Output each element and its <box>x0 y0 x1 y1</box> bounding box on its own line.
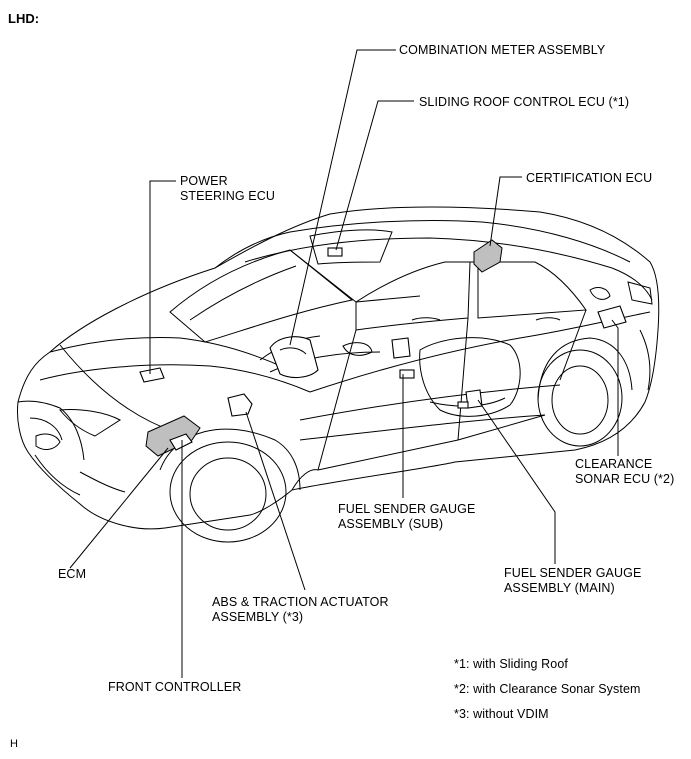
fuel-sender-sub-upper-shape <box>391 337 411 359</box>
power-steering-ecu-shape <box>139 367 165 383</box>
fuel-sender-sub-shape <box>399 369 415 379</box>
figure-code: H <box>10 738 19 750</box>
leader-abs-actuator <box>245 411 306 591</box>
clearance-sonar-ecu-shape <box>597 305 627 329</box>
label-combination-meter: COMBINATION METER ASSEMBLY <box>399 43 606 57</box>
note-3: *3: without VDIM <box>454 707 549 721</box>
leader-certification-ecu <box>489 176 522 247</box>
sliding-roof-ecu-shape <box>327 247 343 257</box>
leader-fuel-sender-main <box>477 399 556 564</box>
leader-clearance-sonar-ecu <box>611 319 619 456</box>
leader-ecm <box>69 447 169 569</box>
note-1: *1: with Sliding Roof <box>454 657 568 671</box>
diagram-header: LHD: <box>8 11 40 26</box>
ecm-shape <box>145 415 201 457</box>
label-ecm: ECM <box>58 567 87 581</box>
label-abs-actuator: ABS & TRACTION ACTUATOR ASSEMBLY (*3) <box>212 595 389 624</box>
label-power-steering-ecu: POWER STEERING ECU <box>180 174 275 203</box>
label-fuel-sender-main: FUEL SENDER GAUGE ASSEMBLY (MAIN) <box>504 566 642 595</box>
component-shapes <box>139 239 627 457</box>
abs-actuator-shape <box>227 393 253 417</box>
leader-combination-meter <box>289 49 396 346</box>
fuel-sender-main-connector-shape <box>457 401 469 409</box>
label-front-controller: FRONT CONTROLLER <box>108 680 242 694</box>
front-controller-shape <box>169 433 193 451</box>
leader-lines <box>69 49 619 678</box>
certification-ecu-shape <box>473 239 503 273</box>
car-body-outline <box>17 206 660 543</box>
label-sliding-roof-ecu: SLIDING ROOF CONTROL ECU (*1) <box>419 95 630 109</box>
label-fuel-sender-sub: FUEL SENDER GAUGE ASSEMBLY (SUB) <box>338 502 476 531</box>
leader-power-steering-ecu <box>149 180 176 374</box>
label-clearance-sonar-ecu: CLEARANCE SONAR ECU (*2) <box>575 457 675 486</box>
combination-meter-shape <box>269 336 319 379</box>
leader-sliding-roof-ecu <box>335 100 414 251</box>
label-certification-ecu: CERTIFICATION ECU <box>526 171 653 185</box>
note-2: *2: with Clearance Sonar System <box>454 682 641 696</box>
